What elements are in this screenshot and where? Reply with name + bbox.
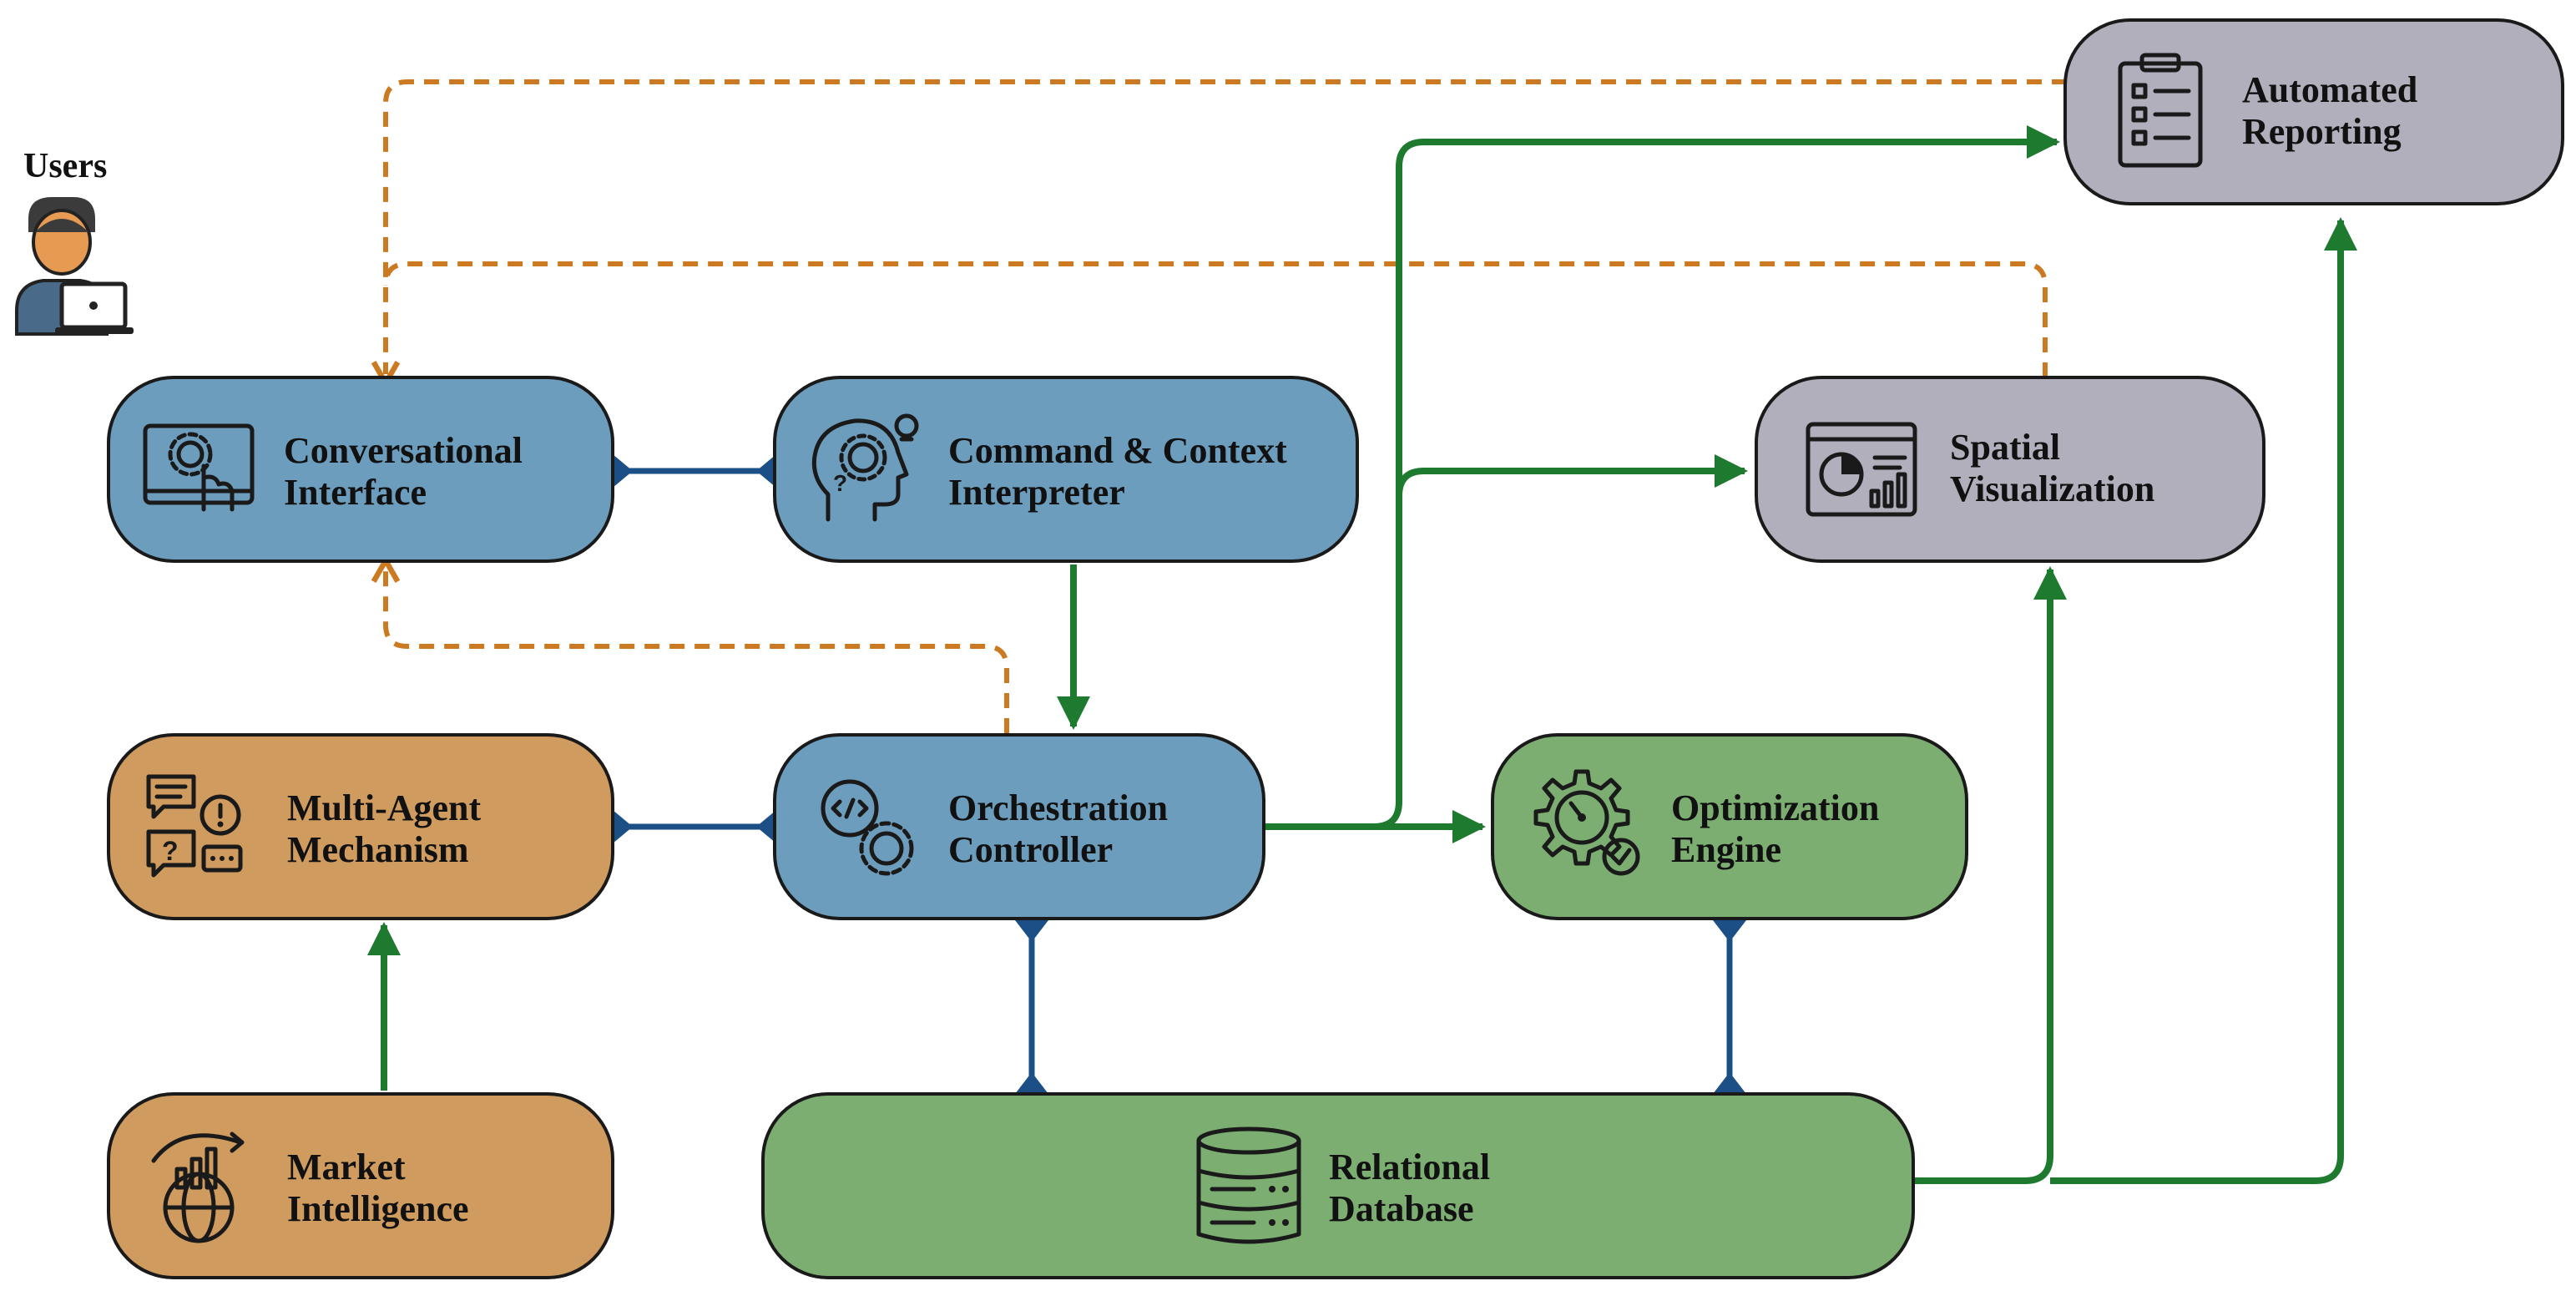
feedback-arrow-visualization-to-interface	[383, 261, 2048, 377]
code-gear-icon	[821, 779, 914, 876]
feedback-arrow-orchestration-to-interface	[371, 554, 1009, 733]
link-end-diamond	[613, 454, 633, 488]
node-multi-agent-mechanism[interactable]: ? Multi-Agent Mechanism	[107, 733, 614, 920]
node-label-line2: Controller	[948, 829, 1113, 870]
flow-arrow-database-to-visualization	[1913, 566, 2067, 1184]
node-label-line1: Multi-Agent	[287, 787, 482, 828]
node-label-line1: Optimization	[1671, 787, 1879, 828]
svg-text:?: ?	[833, 470, 847, 496]
link-end-diamond	[1015, 920, 1048, 942]
node-label-line1: Relational	[1329, 1147, 1490, 1187]
touchscreen-icon	[143, 423, 255, 512]
svg-text:?: ?	[162, 836, 179, 866]
node-label-line1: Command & Context	[948, 430, 1287, 471]
node-optimization-engine[interactable]: Optimization Engine	[1491, 733, 1968, 920]
link-connectors	[613, 454, 1746, 1094]
feedback-arrow-reporting-to-interface	[371, 79, 2067, 389]
dashboard-chart-icon	[1806, 422, 1917, 517]
feedback-arrows	[371, 79, 2067, 733]
flow-arrow-orchestration-to-visualization	[1265, 454, 1748, 830]
node-label-line2: Engine	[1671, 829, 1781, 870]
node-conversational-interface[interactable]: Conversational Interface	[107, 376, 614, 563]
link-end-diamond	[613, 810, 633, 843]
user-laptop-icon	[15, 197, 134, 336]
node-orchestration-controller[interactable]: Orchestration Controller	[773, 733, 1265, 920]
node-market-intelligence[interactable]: Market Intelligence	[107, 1092, 614, 1279]
link-end-diamond	[1713, 1072, 1746, 1094]
node-label-line1: Orchestration	[948, 787, 1168, 828]
node-relational-database[interactable]: Relational Database	[761, 1092, 1915, 1279]
node-label-line2: Intelligence	[287, 1188, 469, 1229]
link-end-diamond	[756, 454, 776, 488]
node-label-line1: Conversational	[284, 430, 523, 471]
node-label-line2: Interpreter	[948, 472, 1125, 513]
link-end-diamond	[756, 810, 776, 843]
node-label-line2: Database	[1329, 1188, 1474, 1229]
node-automated-reporting[interactable]: Automated Reporting	[2063, 18, 2564, 205]
database-icon	[1196, 1126, 1301, 1244]
node-command-context-interpreter[interactable]: ? Command & Context Interpreter	[773, 376, 1359, 563]
users-actor: Users	[15, 147, 134, 336]
flow-arrow-database-to-reporting	[2050, 217, 2357, 1184]
head-gear-icon: ?	[811, 413, 919, 522]
chat-bubbles-icon: ?	[146, 774, 243, 878]
link-end-diamond	[1015, 1072, 1048, 1094]
node-label-line1: Spatial	[1950, 427, 2060, 468]
node-label-line2: Mechanism	[287, 829, 469, 870]
globe-chart-icon	[151, 1132, 245, 1243]
gear-gauge-icon	[1533, 769, 1640, 876]
link-end-diamond	[1713, 920, 1746, 942]
node-label-line2: Visualization	[1950, 468, 2154, 509]
node-spatial-visualization[interactable]: Spatial Visualization	[1755, 376, 2265, 563]
users-label: Users	[23, 147, 107, 185]
flow-arrow-orchestration-to-reporting	[1396, 125, 2060, 496]
node-label-line2: Reporting	[2242, 111, 2402, 152]
node-label-line1: Market	[287, 1147, 406, 1187]
node-label-line2: Interface	[284, 472, 427, 513]
flow-arrows	[367, 125, 2357, 1184]
checklist-icon	[2118, 53, 2203, 168]
node-label-line1: Automated	[2242, 69, 2417, 110]
